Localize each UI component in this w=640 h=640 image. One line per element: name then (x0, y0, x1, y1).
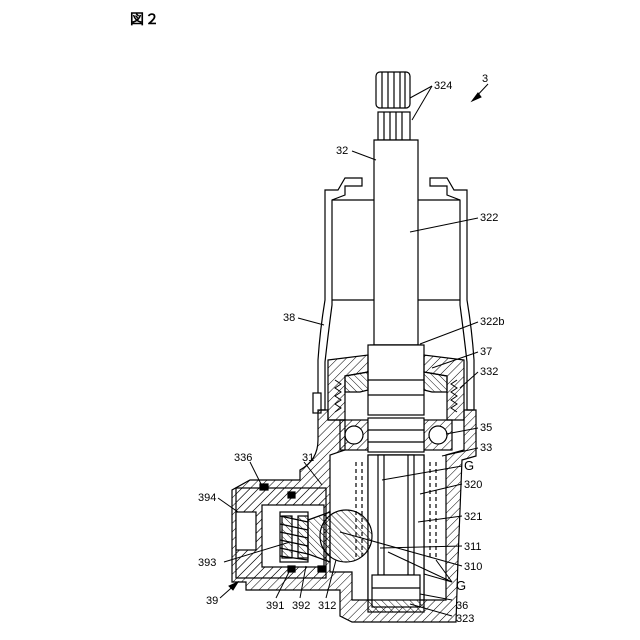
label-3: 3 (482, 73, 488, 85)
label-39: 39 (206, 595, 218, 607)
label-332: 332 (480, 366, 498, 378)
label-391: 391 (266, 600, 284, 612)
label-392: 392 (292, 600, 310, 612)
label-310: 310 (464, 561, 482, 573)
label-322b: 322b (480, 316, 504, 328)
label-35: 35 (480, 422, 492, 434)
label-312: 312 (318, 600, 336, 612)
rack-yoke-assembly (236, 484, 372, 578)
label-324: 324 (434, 80, 452, 92)
label-33: 33 (480, 442, 492, 454)
label-32: 32 (336, 145, 348, 157)
label-G-lower: G (456, 578, 466, 593)
label-31: 31 (302, 452, 314, 464)
label-320: 320 (464, 479, 482, 491)
bearing (340, 418, 452, 452)
label-336: 336 (234, 452, 252, 464)
label-393: 393 (198, 557, 216, 569)
label-38: 38 (283, 312, 295, 324)
yoke-spring (280, 512, 308, 562)
label-394: 394 (198, 492, 216, 504)
label-321: 321 (464, 511, 482, 523)
label-37: 37 (480, 346, 492, 358)
label-311: 311 (464, 541, 482, 553)
input-shaft (368, 140, 424, 415)
label-36: 36 (456, 600, 468, 612)
label-322: 322 (480, 212, 498, 224)
shaft-spline-top (376, 72, 410, 140)
label-323: 323 (456, 613, 474, 625)
label-G-upper: G (464, 458, 474, 473)
